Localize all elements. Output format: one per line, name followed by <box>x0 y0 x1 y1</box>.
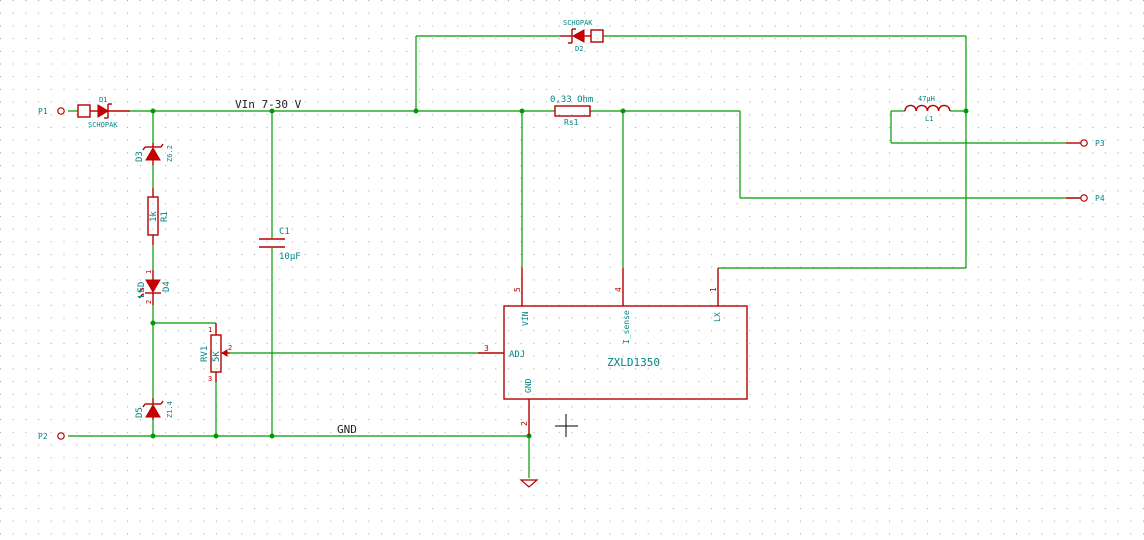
u1-pin-gnd-name: GND <box>524 378 533 393</box>
d4-pin1: 1 <box>145 270 153 274</box>
d2-ref: D2 <box>575 45 583 53</box>
led-d4[interactable]: 1 2 LED D4 <box>137 270 172 305</box>
inductor-l1[interactable]: 47µH L1 <box>904 95 951 123</box>
rs1-value: 0,33 Ohm <box>550 95 593 105</box>
d5-value: Z1.4 <box>166 401 174 418</box>
d1-ref: D1 <box>99 96 107 104</box>
crosshair-cursor-icon <box>555 414 578 437</box>
port-p3-label: P3 <box>1095 139 1105 148</box>
rv1-value: 5K <box>212 351 222 362</box>
zener-d5[interactable]: D5 Z1.4 <box>135 398 174 420</box>
zener-d3[interactable]: D3 Z6.2 <box>135 143 174 165</box>
port-p4[interactable]: P4 <box>1066 194 1105 203</box>
ic-zxld1350[interactable]: 5 4 1 3 2 VIN I_sense LX ADJ GND ZXLD135… <box>478 268 748 436</box>
d2-value: SCHOPAK <box>563 19 593 27</box>
l1-ref: L1 <box>925 115 933 123</box>
rv1-ref: RV1 <box>200 346 210 362</box>
c1-value: 10µF <box>279 252 301 262</box>
d4-ref: D4 <box>162 281 172 292</box>
u1-pin-lx-number: 1 <box>709 287 718 292</box>
port-p3[interactable]: P3 <box>1066 139 1105 148</box>
d3-value: Z6.2 <box>166 145 174 162</box>
diode-d2[interactable]: SCHOPAK D2 <box>560 19 604 53</box>
u1-pin-vin-number: 5 <box>513 287 522 292</box>
resistor-r1[interactable]: 1k R1 <box>147 188 170 245</box>
potentiometer-rv1[interactable]: 1 2 3 RV1 5K <box>200 323 232 383</box>
net-label-vin: VIn 7-30 V <box>235 98 302 111</box>
rs1-ref: Rs1 <box>564 118 579 127</box>
u1-pin-vin-name: VIN <box>521 311 530 326</box>
r1-value: 1k <box>149 211 159 222</box>
u1-pin-isense-name: I_sense <box>622 310 631 344</box>
u1-pin-lx-name: LX <box>713 312 722 322</box>
d4-pin2: 2 <box>145 300 153 304</box>
rv1-pin2: 2 <box>228 344 232 352</box>
port-p2-label: P2 <box>38 432 48 441</box>
port-p4-label: P4 <box>1095 194 1105 203</box>
net-label-gnd: GND <box>337 423 357 436</box>
d1-value: SCHOPAK <box>88 121 118 129</box>
capacitor-c1[interactable]: C1 10µF <box>259 227 301 262</box>
ground-symbol <box>519 479 539 488</box>
r1-ref: R1 <box>160 211 170 222</box>
port-p2[interactable]: P2 <box>38 432 65 441</box>
diode-d1[interactable]: D1 SCHOPAK <box>77 96 130 129</box>
wires <box>68 35 1080 478</box>
u1-pin-gnd-number: 2 <box>520 421 529 426</box>
c1-ref: C1 <box>279 227 290 237</box>
u1-pin-adj-number: 3 <box>484 344 489 353</box>
u1-pin-isense-number: 4 <box>614 287 623 292</box>
d4-value: LED <box>137 282 147 298</box>
rv1-pin1: 1 <box>208 326 212 334</box>
resistor-rs1[interactable]: 0,33 Ohm Rs1 <box>550 95 593 127</box>
d3-ref: D3 <box>135 151 145 162</box>
u1-pin-adj-name: ADJ <box>509 350 525 360</box>
port-p1-label: P1 <box>38 107 48 116</box>
l1-value: 47µH <box>918 95 935 103</box>
u1-value: ZXLD1350 <box>607 356 660 369</box>
rv1-pin3: 3 <box>208 375 212 383</box>
d5-ref: D5 <box>135 407 145 418</box>
port-p1[interactable]: P1 <box>38 107 65 116</box>
